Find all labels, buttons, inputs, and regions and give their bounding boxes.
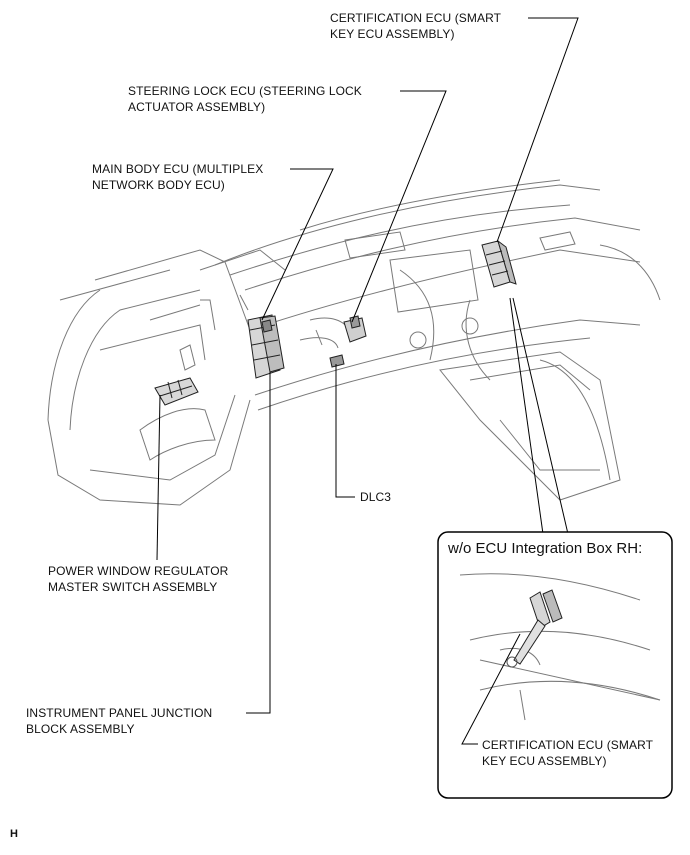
cert-ecu-label-line1: CERTIFICATION ECU (SMART	[330, 11, 502, 25]
steering-lock-label-line2: ACTUATOR ASSEMBLY)	[128, 100, 266, 114]
dlc3-label-text: DLC3	[360, 490, 392, 504]
page-code: H	[10, 828, 18, 840]
junction-block-label: INSTRUMENT PANEL JUNCTION BLOCK ASSEMBLY	[26, 705, 212, 737]
inset-title: w/o ECU Integration Box RH:	[448, 540, 643, 557]
power-window-switch-label-line1: POWER WINDOW REGULATOR	[48, 564, 229, 578]
cert-ecu-label: CERTIFICATION ECU (SMART KEY ECU ASSEMBL…	[330, 10, 501, 42]
inset-cert-ecu-label-line1: CERTIFICATION ECU (SMART	[482, 738, 654, 752]
main-body-ecu-label-line2: NETWORK BODY ECU)	[92, 178, 225, 192]
dlc3-label: DLC3	[360, 489, 391, 505]
inset-cert-ecu-label: CERTIFICATION ECU (SMART KEY ECU ASSEMBL…	[482, 737, 653, 769]
steering-lock-label-line1: STEERING LOCK ECU (STEERING LOCK	[128, 84, 362, 98]
main-body-ecu-label-line1: MAIN BODY ECU (MULTIPLEX	[92, 162, 264, 176]
junction-block-label-line2: BLOCK ASSEMBLY	[26, 722, 135, 736]
power-window-switch-label-line2: MASTER SWITCH ASSEMBLY	[48, 580, 218, 594]
power-window-switch-label: POWER WINDOW REGULATOR MASTER SWITCH ASS…	[48, 563, 228, 595]
steering-lock-label: STEERING LOCK ECU (STEERING LOCK ACTUATO…	[128, 83, 362, 115]
inset-cert-ecu-label-line2: KEY ECU ASSEMBLY)	[482, 754, 607, 768]
cert-ecu-label-line2: KEY ECU ASSEMBLY)	[330, 27, 455, 41]
main-body-ecu-label: MAIN BODY ECU (MULTIPLEX NETWORK BODY EC…	[92, 161, 263, 193]
junction-block-label-line1: INSTRUMENT PANEL JUNCTION	[26, 706, 213, 720]
